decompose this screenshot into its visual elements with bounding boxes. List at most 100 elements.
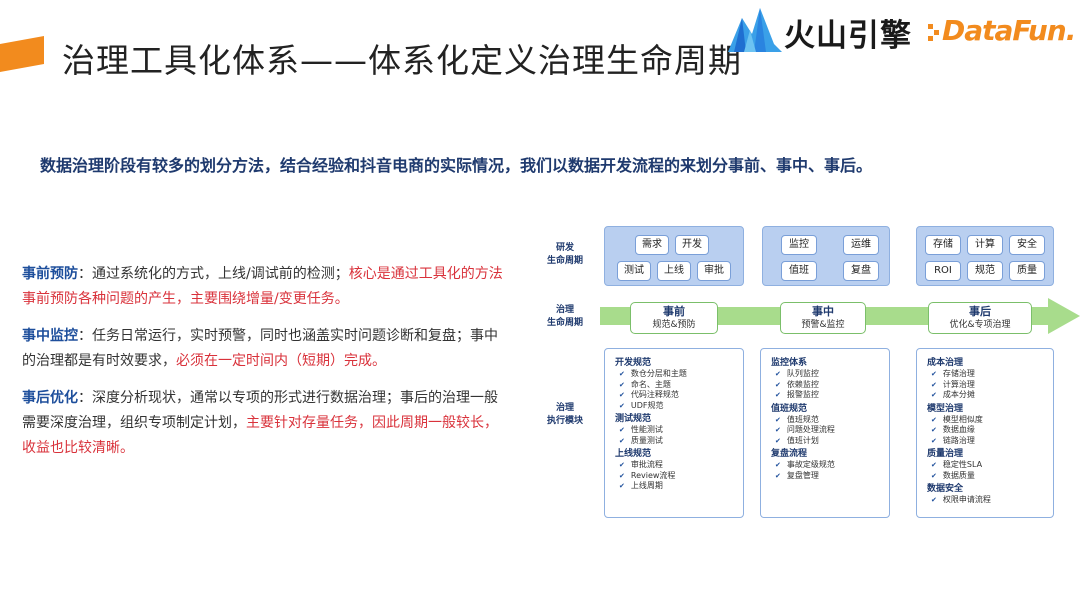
- module-item: ✔ 命名、主题: [615, 380, 743, 391]
- chip-review: 复盘: [843, 261, 879, 281]
- datafun-logo-text: DataFun.: [942, 14, 1076, 47]
- module-item-text: 质量测试: [630, 435, 663, 445]
- check-icon: ✔: [931, 370, 937, 378]
- module-item-text: 代码注释规范: [630, 390, 679, 399]
- paragraph-highlight: 主要针对存量任务，因此周期一般较长，收益也比较清晰。: [22, 415, 498, 456]
- module-item: ✔ 质量测试: [615, 436, 743, 447]
- module-item: ✔ 计算治理: [927, 380, 1053, 391]
- accent-bar-shape: [0, 36, 44, 72]
- check-icon: ✔: [775, 370, 781, 378]
- module-item-text: 存储治理: [942, 369, 975, 378]
- check-icon: ✔: [931, 391, 937, 399]
- paragraph-heading: 事中监控: [22, 328, 78, 344]
- exec-module-box-in: 监控体系 ✔ 队列监控 ✔ 依赖监控 ✔ 报警监控值班规范✔值班规范✔问题处理流程✔值班计划…: [760, 348, 890, 518]
- module-item: ✔数据质量: [927, 471, 1053, 482]
- module-item-text: 数据质量: [942, 470, 975, 480]
- datafun-logo: DataFun.: [928, 14, 1078, 50]
- phase-post: 事后 优化&专项治理: [928, 302, 1032, 334]
- check-icon: ✔: [775, 380, 781, 389]
- module-item: ✔ UDF规范: [615, 401, 743, 412]
- datafun-dots-icon: [928, 24, 939, 41]
- paragraph-pre-prevention: 事前预防：通过系统化的方式，上线/调试前的检测；核心是通过工具化的方法事前预防各…: [22, 262, 504, 312]
- exec-module-box-post: 成本治理✔存储治理✔计算治理✔成本分摊模型治理✔模型相似度✔数据血缘✔链路治理质…: [916, 348, 1054, 518]
- module-section-title: 开发规范: [615, 358, 652, 368]
- module-item: ✔稳定性SLA: [927, 460, 1053, 471]
- check-icon: ✔: [619, 482, 625, 490]
- chip-approval: 审批: [697, 261, 731, 281]
- chip-test: 测试: [617, 261, 651, 281]
- module-item: ✔ 依赖监控: [771, 380, 889, 391]
- module-item-text: 值班规范: [786, 414, 819, 424]
- module-item-text: 队列监控: [786, 369, 819, 378]
- chip-monitor: 监控: [781, 235, 817, 255]
- module-item-text: 问题处理流程: [786, 425, 835, 434]
- subtitle: 数据治理阶段有较多的划分方法，结合经验和抖音电商的实际情况，我们以数据开发流程的…: [40, 156, 873, 175]
- check-icon: ✔: [931, 496, 937, 504]
- phase-subtitle: 预警&监控: [801, 320, 845, 330]
- module-section-title: 上线规范: [615, 449, 652, 459]
- module-item-text: 命名、主题: [630, 379, 671, 389]
- module-item-text: 报警监控: [786, 390, 819, 399]
- dev-lifecycle-box-post: 存储 计算 安全 ROI 规范 质量: [916, 226, 1054, 286]
- module-item: ✔ 上线周期: [615, 481, 743, 492]
- check-icon: ✔: [931, 380, 937, 389]
- paragraph-heading: 事前预防: [22, 266, 78, 282]
- row-label-gov-lifecycle: 治理 生命周期: [542, 304, 588, 330]
- module-item-text: Review流程: [630, 470, 676, 480]
- module-item: ✔权限申请流程: [927, 495, 1053, 506]
- chip-develop: 开发: [675, 235, 709, 255]
- check-icon: ✔: [619, 426, 625, 434]
- module-item-text: 模型相似度: [942, 414, 983, 424]
- module-item-text: 计算治理: [942, 379, 975, 389]
- volcano-mountain-icon: [728, 8, 782, 52]
- module-section-title: 质量治理: [927, 449, 964, 459]
- paragraph-text: ：任务日常运行，实时预警，同时也涵盖实时问题诊断和复盘；事中的治理都是有时效要求…: [22, 328, 498, 369]
- paragraph-highlight: 核心是通过工具化的方法事前预防各种问题的产生，主要围绕增量/变更任务。: [22, 266, 503, 307]
- module-item-text: 成本分摊: [942, 390, 975, 399]
- module-item-text: 数据血缘: [942, 425, 975, 434]
- row-label-line: 治理: [555, 305, 574, 315]
- row-label-line: 治理: [555, 403, 574, 413]
- module-item: ✔性能测试: [615, 425, 743, 436]
- lifecycle-diagram: 研发 生命周期 治理 生命周期 治理 执行模块 需求 开发 测试 上线 审批 监…: [540, 218, 1080, 524]
- module-item: ✔数仓分层和主题: [615, 369, 743, 380]
- module-section-title: 监控体系: [771, 358, 808, 368]
- chip-security: 安全: [1009, 235, 1045, 255]
- module-section-title: 值班规范: [771, 403, 808, 414]
- check-icon: ✔: [619, 391, 625, 399]
- check-icon: ✔: [931, 461, 937, 469]
- module-item: ✔ 队列监控: [771, 369, 889, 380]
- phase-title: 事中: [812, 305, 834, 318]
- phase-subtitle: 规范&预防: [652, 320, 696, 330]
- volcano-engine-logo-text: 火山引擎: [784, 18, 912, 54]
- chip-quality: 质量: [1009, 261, 1045, 281]
- check-icon: ✔: [619, 436, 625, 445]
- module-item: ✔值班计划: [771, 436, 889, 447]
- module-item-text: 上线周期: [630, 481, 663, 490]
- module-item-text: UDF规范: [630, 400, 664, 410]
- page-title: 治理工具化体系——体系化定义治理生命周期: [62, 41, 742, 80]
- check-icon: ✔: [619, 380, 625, 389]
- module-item: ✔ Review流程: [615, 471, 743, 482]
- module-item: ✔问题处理流程: [771, 425, 889, 436]
- module-section-title: 测试规范: [615, 414, 652, 424]
- check-icon: ✔: [619, 471, 625, 480]
- module-item-text: 依赖监控: [786, 379, 819, 389]
- module-section-title: 成本治理: [927, 358, 964, 368]
- chip-release: 上线: [657, 261, 691, 281]
- check-icon: ✔: [775, 436, 781, 445]
- module-item: ✔值班规范: [771, 415, 889, 426]
- module-section-title: 模型治理: [927, 403, 964, 414]
- paragraph-highlight: 必须在一定时间内（短期）完成。: [176, 353, 386, 369]
- phase-subtitle: 优化&专项治理: [949, 320, 1011, 330]
- chip-standard: 规范: [967, 261, 1003, 281]
- row-label-line: 研发: [555, 243, 574, 253]
- module-item-text: 数仓分层和主题: [630, 369, 687, 378]
- module-item: ✔事故定级规范: [771, 460, 889, 471]
- check-icon: ✔: [931, 436, 937, 445]
- phase-title: 事前: [663, 305, 685, 318]
- phase-title: 事后: [969, 305, 991, 318]
- check-icon: ✔: [619, 461, 625, 469]
- check-icon: ✔: [619, 401, 625, 410]
- module-section-title: 复盘流程: [771, 449, 808, 459]
